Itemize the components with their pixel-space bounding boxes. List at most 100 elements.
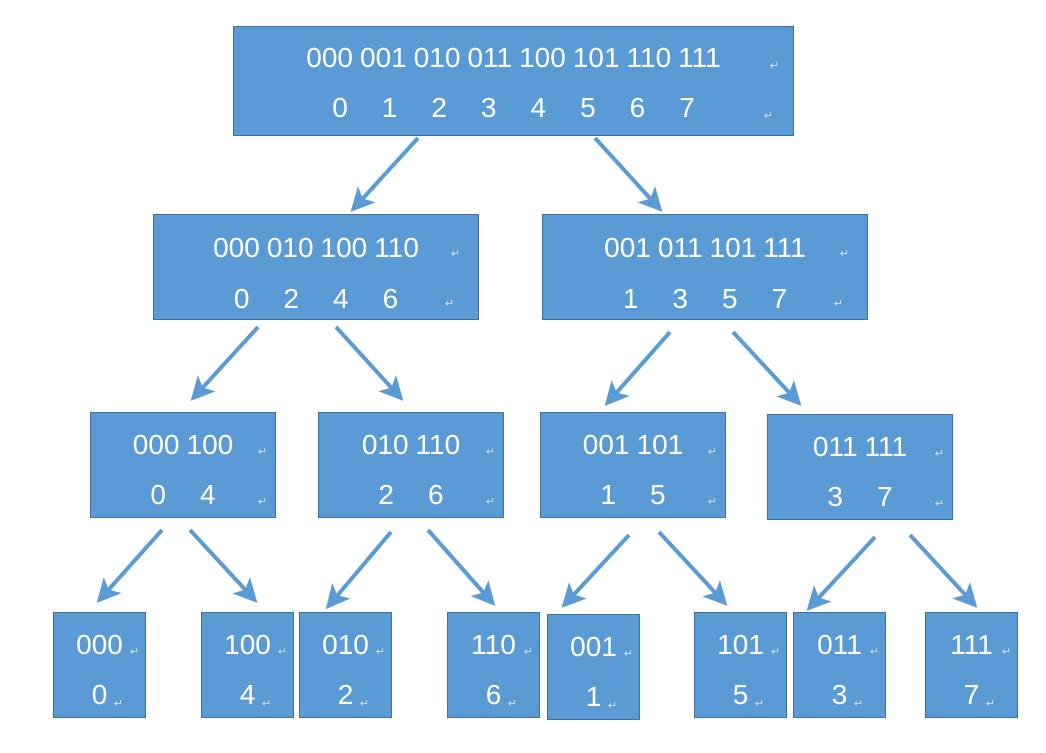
paragraph-mark-icon: ↵ bbox=[485, 496, 495, 508]
node-values: 1 5 bbox=[541, 479, 725, 511]
paragraph-mark-icon: ↵ bbox=[607, 700, 617, 712]
code-label: 010 bbox=[322, 629, 369, 660]
node-values: 1 3 5 7 bbox=[543, 283, 867, 315]
node-values: 3 7 bbox=[768, 481, 952, 513]
node-codes: 000 100 bbox=[91, 429, 275, 461]
connector-arrow bbox=[334, 325, 404, 401]
value-label: 2 bbox=[283, 283, 299, 314]
connector-arrow bbox=[188, 528, 258, 603]
paragraph-mark-icon: ↵ bbox=[113, 698, 123, 710]
value-label: 2 bbox=[337, 679, 354, 710]
leaf-node: 101 5 ↵ ↵ bbox=[694, 612, 787, 718]
connector-arrow bbox=[604, 330, 672, 406]
value-label: 7 bbox=[877, 481, 893, 512]
code-label: 111 bbox=[678, 42, 721, 73]
code-label: 100 bbox=[320, 232, 368, 263]
level2-node: 010 110 2 6 ↵ ↵ bbox=[318, 412, 504, 518]
code-label: 000 bbox=[132, 429, 180, 460]
level2-node: 011 111 3 7 ↵ ↵ bbox=[767, 414, 953, 520]
value-label: 5 bbox=[580, 92, 596, 123]
leaf-node: 000 0 ↵ ↵ bbox=[53, 612, 146, 718]
paragraph-mark-icon: ↵ bbox=[869, 646, 879, 658]
value-label: 2 bbox=[378, 479, 394, 510]
value-label: 1 bbox=[600, 479, 616, 510]
leaf-node: 110 6 ↵ ↵ bbox=[447, 612, 540, 718]
value-label: 7 bbox=[679, 92, 695, 123]
code-label: 000 bbox=[213, 232, 260, 263]
connector-arrow bbox=[561, 533, 631, 608]
level2-node: 000 100 0 4 ↵ ↵ bbox=[90, 412, 276, 518]
code-label: 011 bbox=[657, 232, 703, 263]
value-label: 5 bbox=[650, 479, 666, 510]
connector-arrow bbox=[593, 136, 663, 212]
paragraph-mark-icon: ↵ bbox=[623, 648, 633, 660]
paragraph-mark-icon: ↵ bbox=[833, 298, 843, 310]
code-label: 111 bbox=[864, 431, 908, 462]
paragraph-mark-icon: ↵ bbox=[707, 446, 717, 458]
value-label: 3 bbox=[672, 283, 688, 314]
connector-arrow bbox=[731, 330, 802, 406]
code-label: 001 bbox=[604, 232, 651, 263]
paragraph-mark-icon: ↵ bbox=[277, 646, 287, 658]
paragraph-mark-icon: ↵ bbox=[770, 646, 780, 658]
code-label: 110 bbox=[626, 42, 672, 73]
root-values: 0 1 2 3 4 5 6 7 bbox=[234, 92, 793, 124]
code-label: 010 bbox=[413, 42, 461, 73]
node-values: 0 2 4 6 bbox=[154, 283, 478, 315]
code-label: 001 bbox=[570, 631, 617, 662]
node-codes: 000 010 100 110 bbox=[154, 232, 478, 264]
value-label: 7 bbox=[771, 283, 788, 314]
paragraph-mark-icon: ↵ bbox=[754, 698, 764, 710]
leaf-node: 111 7 ↵ ↵ bbox=[925, 612, 1018, 718]
connector-arrow bbox=[806, 535, 877, 611]
value-label: 2 bbox=[431, 92, 447, 123]
code-label: 000 bbox=[76, 629, 123, 660]
root-node: 000 001 010 011 100 101 110 111 0 1 2 3 … bbox=[233, 26, 794, 136]
paragraph-mark-icon: ↵ bbox=[769, 60, 779, 72]
code-label: 100 bbox=[519, 42, 566, 73]
level1-node-odd: 001 011 101 111 1 3 5 7 ↵ ↵ bbox=[542, 214, 868, 320]
value-label: 1 bbox=[585, 681, 602, 712]
level2-node: 001 101 1 5 ↵ ↵ bbox=[540, 412, 726, 518]
paragraph-mark-icon: ↵ bbox=[257, 496, 267, 508]
connector-arrow bbox=[657, 530, 728, 606]
paragraph-mark-icon: ↵ bbox=[359, 698, 369, 710]
code-label: 010 bbox=[266, 232, 314, 263]
code-label: 111 bbox=[950, 629, 993, 660]
code-label: 000 bbox=[306, 42, 353, 73]
value-label: 6 bbox=[629, 92, 646, 123]
connector-arrow bbox=[908, 533, 978, 608]
value-label: 3 bbox=[827, 481, 843, 512]
paragraph-mark-icon: ↵ bbox=[707, 496, 717, 508]
paragraph-mark-icon: ↵ bbox=[839, 248, 849, 260]
value-label: 4 bbox=[200, 479, 216, 510]
paragraph-mark-icon: ↵ bbox=[934, 448, 944, 460]
paragraph-mark-icon: ↵ bbox=[129, 646, 139, 658]
paragraph-mark-icon: ↵ bbox=[853, 698, 863, 710]
paragraph-mark-icon: ↵ bbox=[261, 698, 271, 710]
code-label: 110 bbox=[415, 429, 461, 460]
node-values: 2 6 bbox=[319, 479, 503, 511]
node-codes: 011 111 bbox=[768, 431, 952, 463]
code-label: 001 bbox=[360, 42, 407, 73]
code-label: 100 bbox=[186, 429, 234, 460]
paragraph-mark-icon: ↵ bbox=[985, 698, 995, 710]
value-label: 5 bbox=[722, 283, 738, 314]
node-values: 0 4 bbox=[91, 479, 275, 511]
code-label: 110 bbox=[471, 629, 516, 660]
leaf-node: 100 4 ↵ ↵ bbox=[201, 612, 294, 718]
connector-arrow bbox=[96, 528, 164, 603]
node-codes: 001 101 bbox=[541, 429, 725, 461]
code-label: 111 bbox=[763, 232, 806, 263]
value-label: 6 bbox=[382, 283, 399, 314]
code-label: 011 bbox=[817, 629, 862, 660]
paragraph-mark-icon: ↵ bbox=[444, 298, 454, 310]
code-label: 101 bbox=[636, 429, 684, 460]
paragraph-mark-icon: ↵ bbox=[523, 646, 533, 658]
code-label: 101 bbox=[709, 232, 757, 263]
paragraph-mark-icon: ↵ bbox=[934, 498, 944, 510]
value-label: 6 bbox=[485, 679, 502, 710]
paragraph-mark-icon: ↵ bbox=[257, 446, 267, 458]
value-label: 3 bbox=[831, 679, 848, 710]
value-label: 0 bbox=[150, 479, 166, 510]
